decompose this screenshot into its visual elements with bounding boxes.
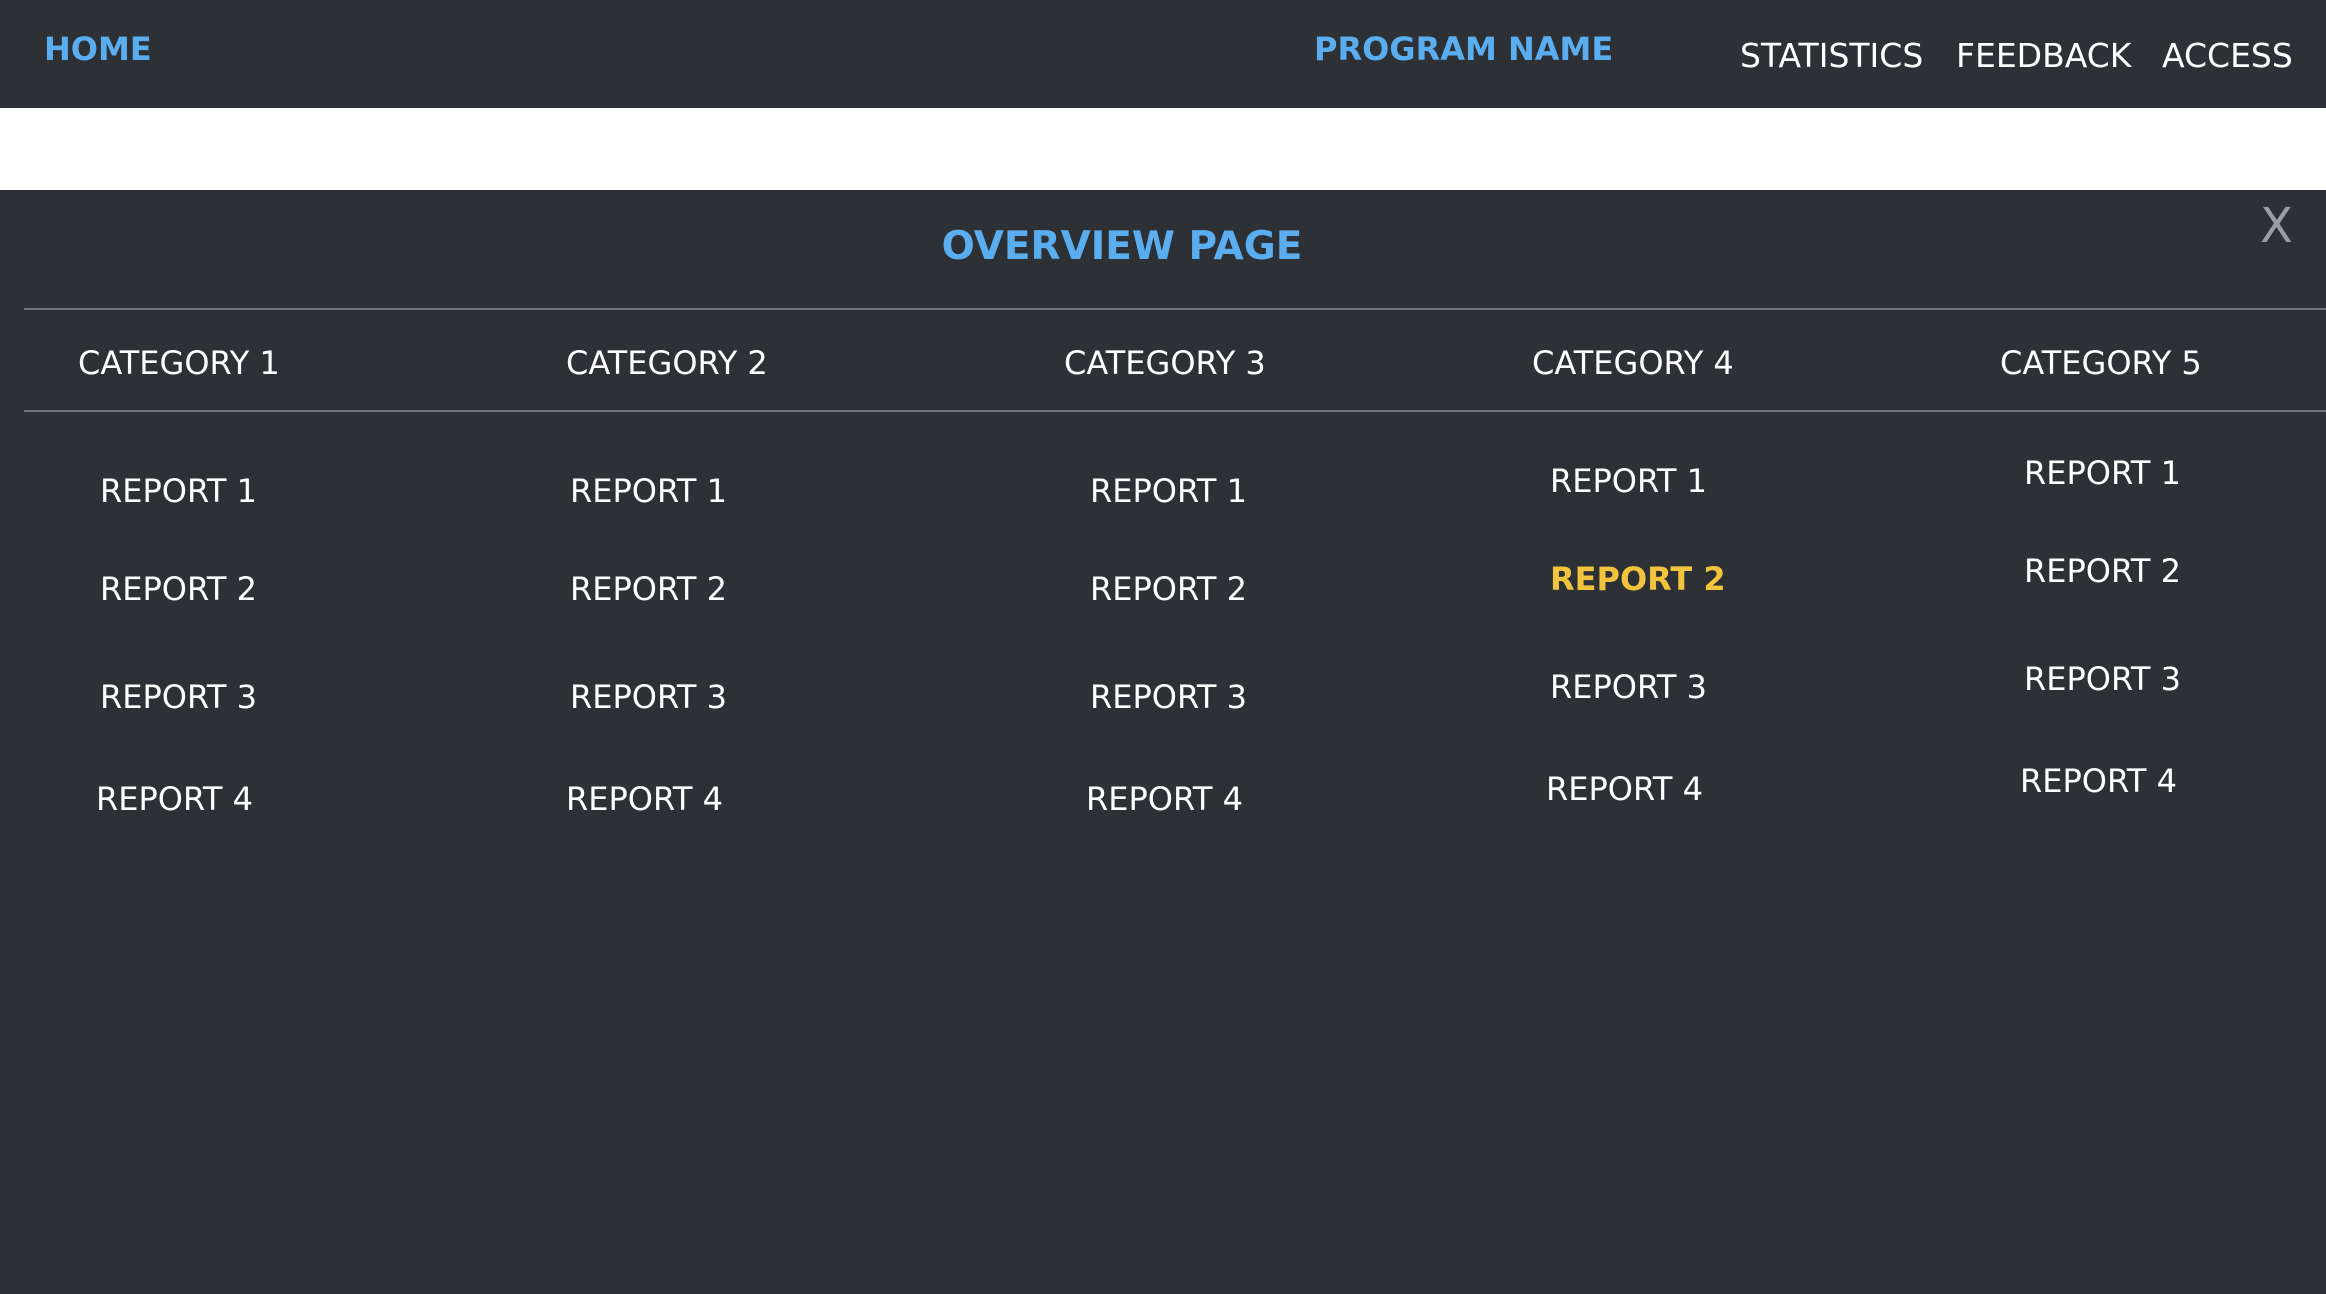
category-2-report-3[interactable]: REPORT 3 (570, 678, 727, 716)
category-4-header: CATEGORY 4 (1532, 344, 1734, 382)
category-2-report-4[interactable]: REPORT 4 (566, 780, 723, 818)
category-1-header: CATEGORY 1 (78, 344, 280, 382)
nav-home-link[interactable]: HOME (44, 30, 152, 68)
category-3-report-3[interactable]: REPORT 3 (1090, 678, 1247, 716)
category-2-report-1[interactable]: REPORT 1 (570, 472, 727, 510)
header-divider-top (24, 308, 2326, 310)
category-4-report-4[interactable]: REPORT 4 (1546, 770, 1703, 808)
category-1-report-1[interactable]: REPORT 1 (100, 472, 257, 510)
category-5-report-3[interactable]: REPORT 3 (2024, 660, 2181, 698)
category-3-report-2[interactable]: REPORT 2 (1090, 570, 1247, 608)
content-strip (0, 108, 2326, 190)
category-3-report-4[interactable]: REPORT 4 (1086, 780, 1243, 818)
program-name-title: PROGRAM NAME (1314, 30, 1614, 68)
category-1-report-2[interactable]: REPORT 2 (100, 570, 257, 608)
overview-title: OVERVIEW PAGE (941, 224, 1303, 269)
category-2-header: CATEGORY 2 (566, 344, 768, 382)
category-1-report-3[interactable]: REPORT 3 (100, 678, 257, 716)
category-5-header: CATEGORY 5 (2000, 344, 2202, 382)
top-nav-bar: HOME PROGRAM NAME STATISTICS FEEDBACK AC… (0, 0, 2326, 108)
category-2-report-2[interactable]: REPORT 2 (570, 570, 727, 608)
category-5-report-2[interactable]: REPORT 2 (2024, 552, 2181, 590)
overview-overlay: OVERVIEW PAGE X CATEGORY 1 CATEGORY 2 CA… (0, 190, 2326, 1294)
header-divider-bottom (24, 410, 2326, 412)
category-4-report-1[interactable]: REPORT 1 (1550, 462, 1707, 500)
nav-access-link[interactable]: ACCESS (2162, 36, 2293, 75)
category-5-report-1[interactable]: REPORT 1 (2024, 454, 2181, 492)
category-3-report-1[interactable]: REPORT 1 (1090, 472, 1247, 510)
category-3-header: CATEGORY 3 (1064, 344, 1266, 382)
category-5-report-4[interactable]: REPORT 4 (2020, 762, 2177, 800)
nav-statistics-link[interactable]: STATISTICS (1740, 36, 1924, 75)
category-4-report-2-active[interactable]: REPORT 2 (1550, 560, 1726, 598)
category-4-report-3[interactable]: REPORT 3 (1550, 668, 1707, 706)
nav-feedback-link[interactable]: FEEDBACK (1956, 36, 2132, 75)
close-button[interactable]: X (2260, 198, 2293, 254)
category-1-report-4[interactable]: REPORT 4 (96, 780, 253, 818)
